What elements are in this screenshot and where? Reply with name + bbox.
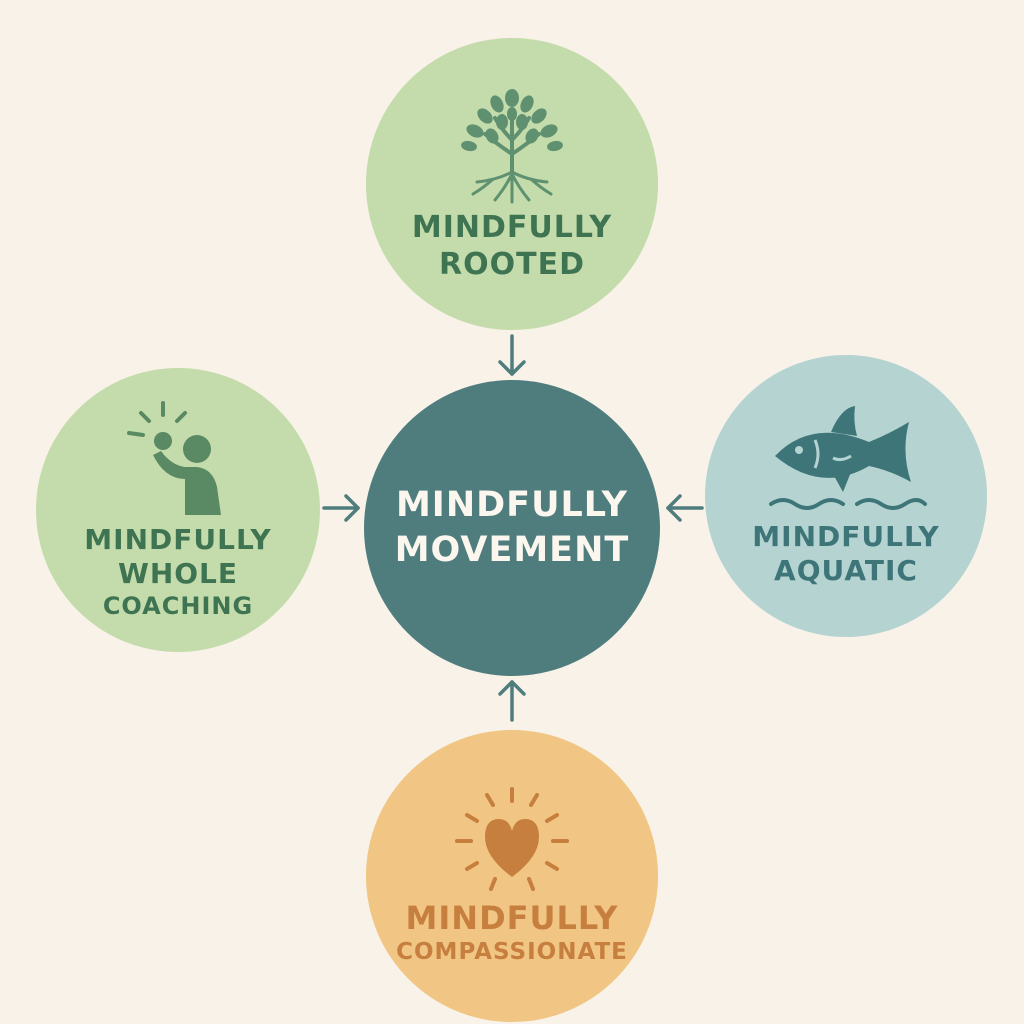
tree-icon (461, 89, 563, 204)
label-line: MOVEMENT (394, 530, 630, 570)
node-label: MINDFULLY WHOLE COACHING (84, 523, 271, 621)
node-mindfully-movement: MINDFULLY MOVEMENT (364, 380, 660, 676)
fish-icon (769, 405, 927, 510)
label-line: COACHING (102, 591, 254, 620)
node-label: MINDFULLY MOVEMENT (395, 483, 630, 574)
label-line: WHOLE (117, 557, 239, 591)
node-label: MINDFULLY COMPASSIONATE (396, 899, 628, 966)
node-mindfully-aquatic: MINDFULLY AQUATIC (705, 355, 987, 637)
arrow-down-icon (498, 334, 526, 376)
label-line: MINDFULLY (84, 523, 272, 557)
node-mindfully-compassionate: MINDFULLY COMPASSIONATE (366, 730, 658, 1022)
node-label: MINDFULLY ROOTED (412, 210, 612, 283)
label-line: AQUATIC (774, 554, 918, 587)
heart-icon (455, 787, 569, 892)
label-line: MINDFULLY (411, 210, 613, 246)
arrow-left-icon (666, 494, 704, 522)
label-line: MINDFULLY (395, 484, 628, 525)
label-line: COMPASSIONATE (396, 939, 628, 966)
arrow-up-icon (498, 680, 526, 722)
label-line: ROOTED (439, 247, 585, 282)
label-line: MINDFULLY (405, 899, 619, 938)
label-line: MINDFULLY (752, 519, 940, 553)
node-mindfully-whole-coaching: MINDFULLY WHOLE COACHING (36, 368, 320, 652)
node-label: MINDFULLY AQUATIC (752, 520, 939, 588)
node-mindfully-rooted: MINDFULLY ROOTED (366, 38, 658, 330)
arrow-right-icon (322, 494, 360, 522)
person-icon (127, 401, 221, 516)
